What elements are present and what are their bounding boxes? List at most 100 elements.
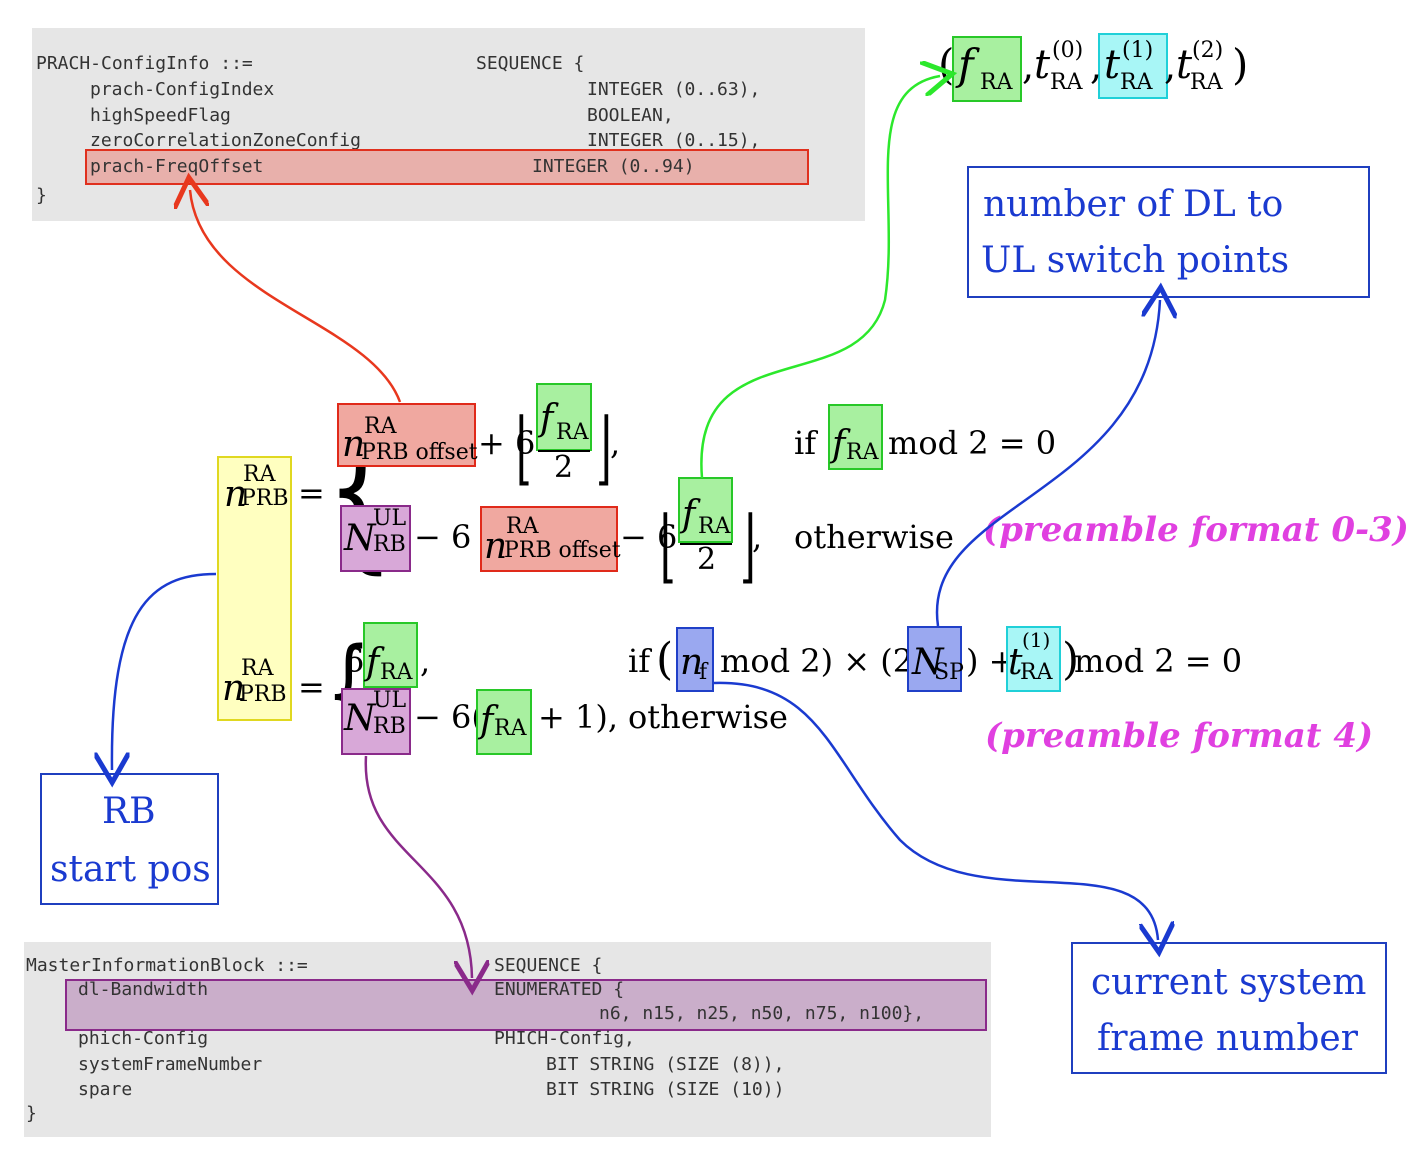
close-paren-2: ) — [1062, 634, 1080, 685]
tuple-t0-sub: RA — [1050, 70, 1083, 95]
n-sp: N — [912, 642, 944, 683]
f-ra-1: f — [540, 398, 554, 439]
floor-close-1: ⌋ — [596, 401, 612, 494]
denominator-two-2: 2 — [697, 542, 717, 577]
f-ra-3-sub: RA — [380, 660, 413, 685]
mod-cond-2: mod 2 = 0 — [1074, 642, 1243, 680]
n-rb-1-sup: UL — [373, 506, 407, 531]
n-offset-1: n — [342, 424, 366, 465]
tuple-t0: t — [1034, 42, 1051, 88]
n-rb-ul-highlight-1 — [340, 505, 411, 572]
callout-line: RB — [102, 791, 156, 832]
rb-start-pos-callout: RB start pos — [40, 773, 219, 905]
callout-line: number of DL to — [983, 184, 1284, 225]
tuple-t2-sub: RA — [1190, 70, 1223, 95]
t1-2-sup: (1) — [1022, 628, 1051, 652]
callout-line: start pos — [50, 849, 211, 890]
equals-2: = — [298, 668, 325, 706]
code-line: MasterInformationBlock ::= — [26, 955, 308, 976]
fraction-bar-1 — [538, 450, 590, 452]
f-ra-4: f — [480, 700, 494, 741]
arrow-prach-offset — [190, 190, 402, 403]
n-prb-ra-highlight-1 — [217, 456, 292, 721]
callout-line: frame number — [1097, 1018, 1358, 1059]
minus-six-2: − 6 — [620, 518, 678, 556]
n-sp-highlight — [907, 626, 962, 692]
arrow-dl-ul — [935, 300, 1160, 627]
code-line: BIT STRING (SIZE (10)) — [546, 1079, 785, 1100]
tuple-t1-sub: RA — [1120, 70, 1153, 95]
code-line: SEQUENCE { — [476, 53, 585, 74]
n-f-sub: f — [699, 660, 708, 685]
code-line: } — [26, 1103, 37, 1124]
minus-six-open: − 6( — [414, 698, 484, 736]
tuple-t1-highlight — [1098, 33, 1168, 99]
n-prb-2: n — [222, 668, 246, 709]
n-prb-2-sub: PRB — [239, 682, 287, 707]
t1-2: t — [1008, 642, 1023, 683]
f-ra-1-sub: RA — [556, 420, 589, 445]
f-ra-highlight-cond — [828, 404, 883, 470]
six-2: 6 — [344, 642, 365, 680]
code-line: PRACH-ConfigInfo ::= — [36, 53, 253, 74]
plus-one: + 1), — [538, 698, 618, 736]
code-line: INTEGER (0..63), — [587, 79, 761, 100]
f-ra-highlight-3 — [363, 622, 418, 688]
n-rb-1: N — [344, 518, 376, 559]
n-rb-2-sub: RB — [373, 714, 406, 739]
n-rb-1-sub: RB — [373, 532, 406, 557]
callout-line: current system — [1091, 962, 1367, 1003]
f-ra-cond-sub: RA — [846, 440, 879, 465]
n-offset-2-sub: PRB offset — [504, 538, 621, 563]
f-ra-4-sub: RA — [494, 716, 527, 741]
code-line: prach-ConfigIndex — [90, 79, 275, 100]
tuple-t2-sup: (2) — [1192, 38, 1224, 63]
tuple-close-paren: ) — [1232, 40, 1249, 89]
arrow-f-ra-tuple — [700, 76, 940, 479]
code-line: n6, n15, n25, n50, n75, n100}, — [599, 1003, 925, 1024]
floor-close-2: ⌋ — [740, 499, 756, 592]
code-line: BOOLEAN, — [587, 105, 674, 126]
comma-2: , — [752, 518, 763, 556]
if-2: if — [628, 642, 651, 680]
plus-six-1: + 6 — [478, 424, 536, 462]
n-rb-2: N — [344, 698, 376, 739]
dl-ul-switch-points-callout: number of DL to UL switch points — [967, 166, 1370, 298]
f-ra-2: f — [682, 494, 696, 535]
f-ra-3: f — [366, 642, 380, 683]
n-offset-2: n — [484, 526, 508, 567]
preamble-format-4-label: (preamble format 4) — [985, 716, 1374, 756]
code-line: INTEGER (0..15), — [587, 130, 761, 151]
n-f: n — [680, 642, 704, 683]
code-line: INTEGER (0..94) — [532, 156, 695, 177]
mib-code-block: MasterInformationBlock ::= SEQUENCE { dl… — [24, 942, 991, 1137]
comma-3: , — [420, 642, 431, 680]
n-prb-1-sub: PRB — [241, 486, 289, 511]
code-line: BIT STRING (SIZE (8)), — [546, 1054, 785, 1075]
floor-open-1: ⌊ — [516, 401, 532, 494]
denominator-two-1: 2 — [554, 450, 574, 485]
code-line: systemFrameNumber — [78, 1054, 263, 1075]
otherwise-2: otherwise — [628, 698, 788, 736]
code-line: dl-Bandwidth — [78, 979, 209, 1000]
tuple-comma: , — [1090, 44, 1103, 88]
otherwise-1: otherwise — [794, 518, 954, 556]
n-offset-1-sub: PRB offset — [361, 440, 478, 465]
t1-2-sub: RA — [1020, 660, 1053, 685]
code-line: ENUMERATED { — [494, 979, 625, 1000]
preamble-format-0-3-label: (preamble format 0-3) — [983, 510, 1409, 550]
f-ra-highlight-1 — [536, 383, 592, 451]
tuple-t0-sup: (0) — [1052, 38, 1084, 63]
equals-1: = — [298, 474, 325, 512]
f-ra-cond: f — [832, 424, 846, 465]
tuple-t1: t — [1104, 42, 1121, 88]
f-ra-2-sub: RA — [698, 514, 731, 539]
code-line: spare — [78, 1079, 133, 1100]
tuple-comma: , — [1022, 44, 1035, 88]
t1-highlight-2 — [1006, 626, 1061, 692]
code-line: PHICH-Config, — [494, 1028, 635, 1049]
n-rb-ul-highlight-2 — [341, 688, 411, 755]
n-prb-1: n — [224, 474, 248, 515]
code-line: prach-FreqOffset — [90, 156, 264, 177]
